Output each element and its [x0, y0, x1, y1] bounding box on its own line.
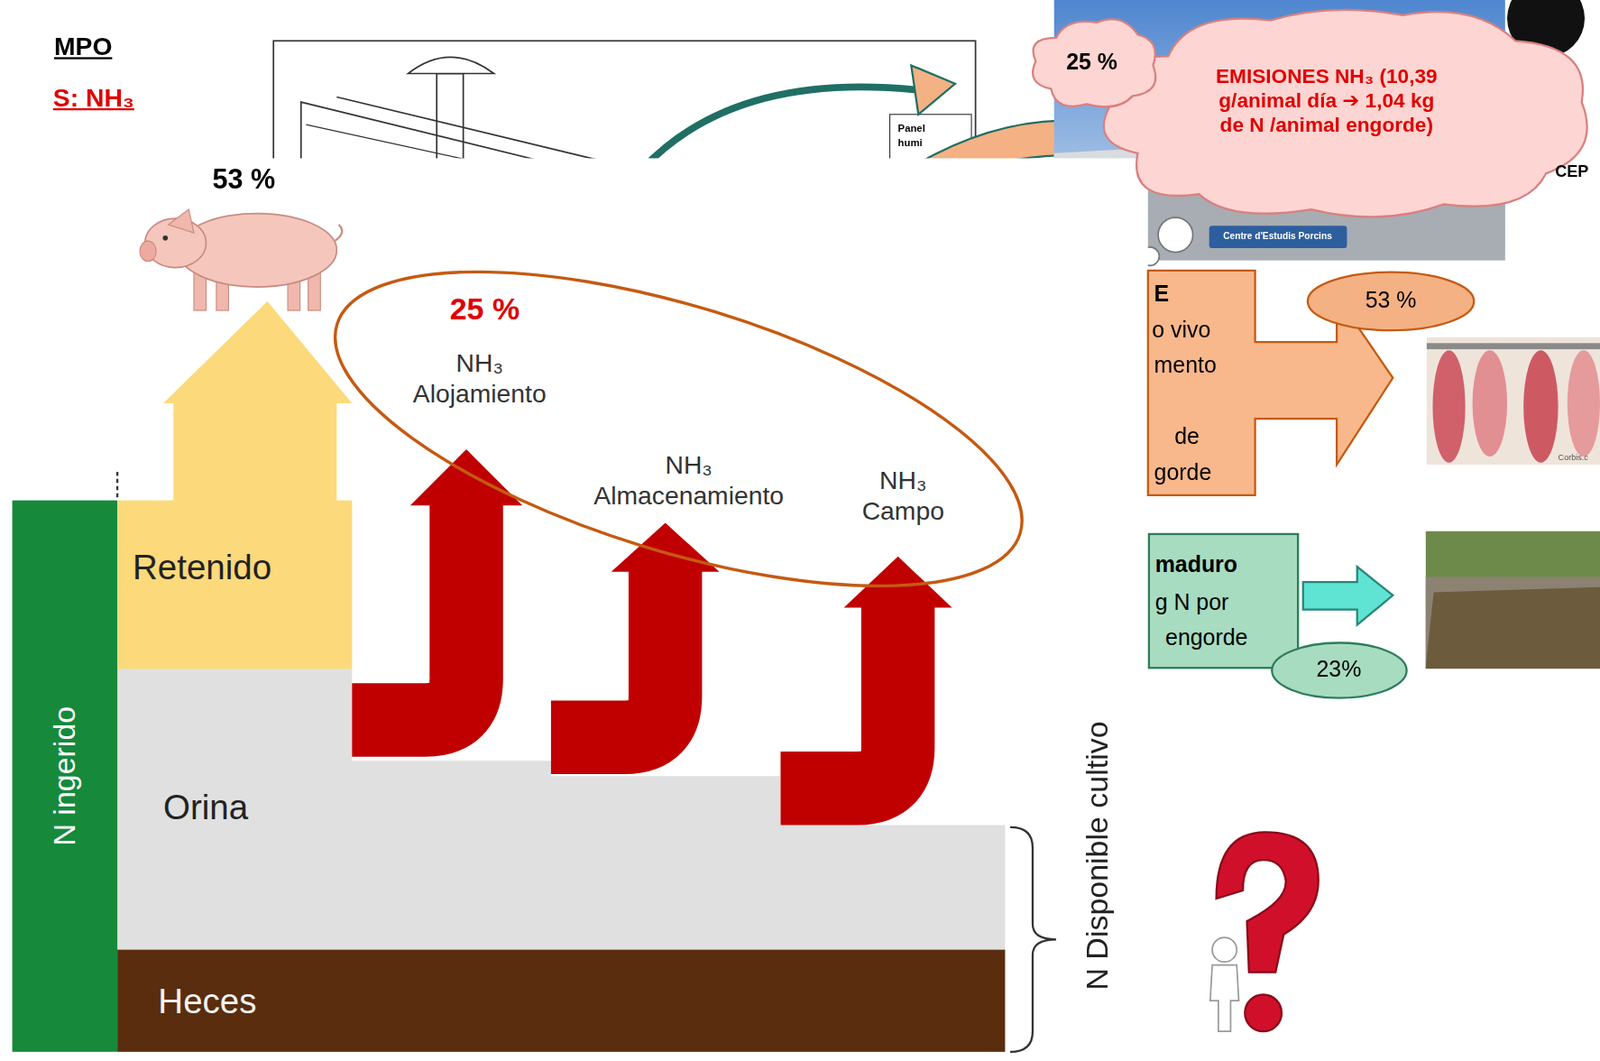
emission-text: EMISIONES NH₃ (10,39 g/animal día ➔ 1,04…	[1206, 63, 1447, 137]
callout-text: o vivo	[1151, 316, 1211, 344]
photo-badge	[1209, 225, 1348, 249]
question-dot	[1244, 993, 1282, 1031]
drawing-label: humi	[898, 137, 923, 150]
carcass-photo	[1426, 337, 1600, 465]
pond-photo	[1425, 531, 1600, 670]
feces-band: Heces	[117, 949, 1005, 1052]
cloud-callout: 25 %	[1020, 12, 1163, 115]
callout-text: g N por	[1155, 588, 1230, 617]
callout-text: gorde	[1154, 459, 1213, 487]
hanging-rail	[1426, 342, 1600, 350]
pig-eye	[162, 235, 168, 241]
arrow-head	[410, 449, 523, 506]
emission-ellipse-outline	[311, 203, 1047, 653]
arrow-head	[611, 523, 720, 572]
percent-oval-shape	[1307, 272, 1474, 332]
emission-ellipse: 25 % NH₃ AlojamientoNH₃ Almacenamiento NH₃…	[311, 203, 1047, 653]
flow-arrow	[643, 86, 917, 168]
band-label: Retenido	[132, 546, 272, 589]
slide-title: MPO	[54, 30, 112, 62]
figure-body	[1210, 965, 1240, 1032]
ingested-bar: N ingerido	[12, 500, 119, 1052]
callout-text: engorde	[1165, 625, 1248, 653]
emission-arrow	[351, 503, 467, 720]
carcass	[1567, 349, 1600, 457]
percent-value: 53 %	[1365, 286, 1417, 314]
carcass	[1472, 349, 1508, 457]
pig-illustration	[139, 209, 342, 311]
flow-arrow	[1303, 566, 1394, 626]
urine-band: Orina	[117, 668, 1005, 949]
slide-subtitle: S: NH₃	[53, 82, 135, 113]
bar-label: N ingerido	[45, 706, 83, 846]
callout-text: de	[1174, 423, 1200, 451]
trees	[1425, 531, 1600, 670]
percent-oval: 23%	[1270, 641, 1409, 700]
cloud-callout-shape	[1032, 18, 1156, 107]
emission-label: 25 %	[450, 291, 520, 329]
pig-snout	[139, 240, 157, 262]
thought-bubble	[1158, 217, 1193, 252]
watermark: Corbis.c	[1558, 453, 1589, 464]
emission-label: NH₃ Almacenamiento	[593, 449, 784, 511]
percent-value: 25 %	[1066, 48, 1118, 76]
percent-oval-shape	[1271, 643, 1407, 699]
dashed-guide	[116, 471, 119, 501]
diagram-panel	[0, 157, 1149, 1061]
carcass	[1432, 349, 1465, 463]
pig-ear	[168, 209, 194, 233]
emission-cloud-shape	[1103, 9, 1588, 218]
callout-text: E	[1154, 280, 1170, 308]
band-label: Orina	[163, 786, 249, 828]
arrow-head	[910, 64, 956, 114]
logo-text: CEP	[1554, 161, 1589, 182]
pig-tail	[334, 224, 342, 241]
retained-arrow	[163, 301, 352, 503]
chimney	[436, 73, 463, 166]
emission-ellipse-shape	[301, 207, 1057, 651]
photo-ground	[1426, 337, 1600, 465]
figure-head	[1212, 937, 1237, 962]
emission-cloud: EMISIONES NH₃ (10,39 g/animal día ➔ 1,04…	[1076, 0, 1600, 220]
slurry-surface	[1425, 587, 1600, 670]
emission-arrow	[551, 570, 666, 738]
roof-line	[336, 97, 612, 165]
emission-label: NH₃ Alojamiento	[413, 347, 547, 409]
emission-label: NH₃ Campo	[862, 464, 945, 526]
drawing-label: Panel	[898, 122, 926, 136]
curly-bracket	[1010, 827, 1057, 1052]
axis-label: N Disponible cultivo	[1078, 720, 1116, 990]
callout-text: maduro	[1155, 551, 1238, 579]
emission-arrow	[781, 605, 899, 789]
photo-badge-text: Centre d'Estudis Porcins	[1222, 230, 1333, 242]
chimney-cap	[408, 56, 495, 74]
percent-value: 23%	[1315, 656, 1361, 684]
percent-value: 53 %	[212, 163, 276, 197]
tank-wall	[1425, 577, 1600, 670]
band-label: Heces	[157, 980, 257, 1022]
manure-box: maduro g N por engorde	[1148, 533, 1299, 670]
retained-band: Retenido	[117, 500, 352, 670]
callout-text: mento	[1154, 351, 1217, 379]
percent-oval: 53 %	[1305, 270, 1476, 332]
carcass	[1523, 349, 1558, 463]
